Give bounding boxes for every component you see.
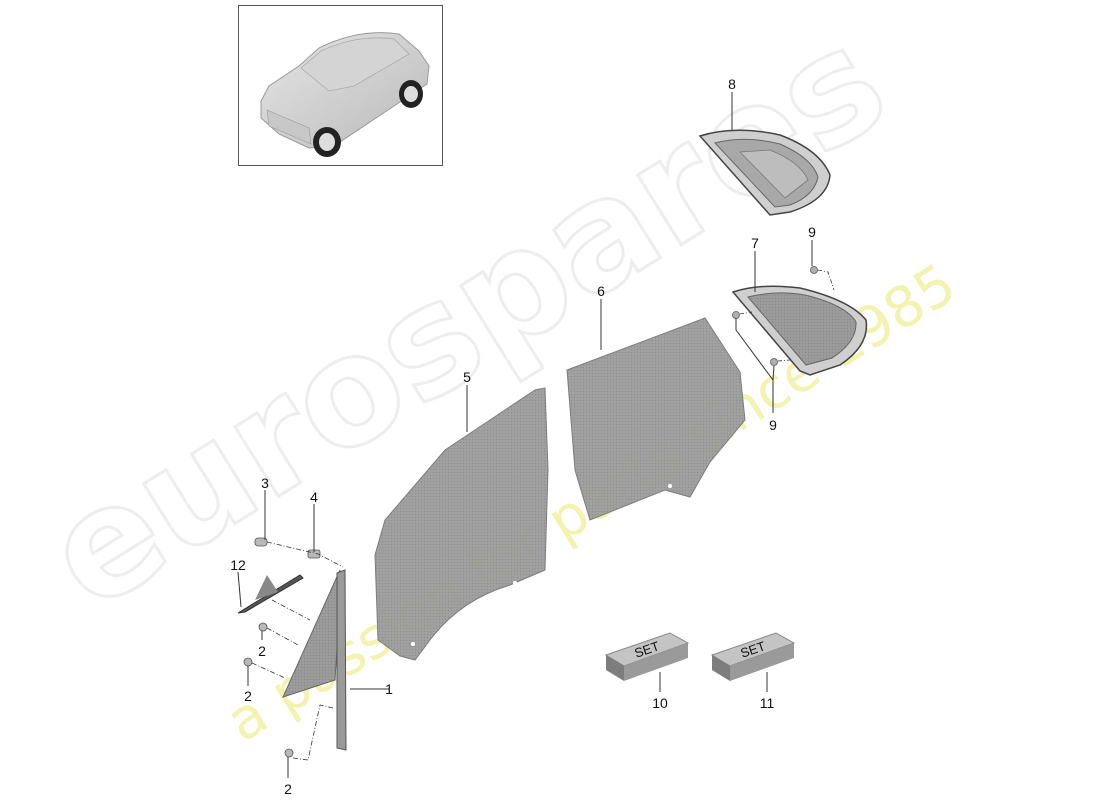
callout-10[interactable]: 10 <box>652 695 668 711</box>
callout-9[interactable]: 9 <box>769 417 777 433</box>
callout-6[interactable]: 6 <box>597 283 605 299</box>
callout-11[interactable]: 11 <box>759 695 775 711</box>
part-9-dash-leaders <box>739 269 835 362</box>
part-9-clips[interactable] <box>732 266 818 366</box>
callout-1[interactable]: 1 <box>385 681 393 697</box>
callout-8[interactable]: 8 <box>728 76 736 92</box>
callout-leader-lines <box>237 92 813 778</box>
callout-4[interactable]: 4 <box>310 489 318 505</box>
callout-9[interactable]: 9 <box>808 224 816 240</box>
part-8-quarter-glass[interactable] <box>698 129 831 216</box>
callout-2[interactable]: 2 <box>244 688 252 704</box>
callout-7[interactable]: 7 <box>751 235 759 251</box>
part-6-rear-door-glass[interactable] <box>566 317 746 521</box>
part-7-quarter-glass[interactable] <box>731 285 868 376</box>
car-icon <box>260 32 430 157</box>
callout-12[interactable]: 12 <box>230 557 246 573</box>
callout-2[interactable]: 2 <box>258 643 266 659</box>
set-box-10[interactable] <box>604 632 690 681</box>
vehicle-thumbnail <box>238 5 443 166</box>
fastener-dash-leaders <box>251 541 344 761</box>
part-5-front-door-glass[interactable] <box>374 387 549 661</box>
callout-2[interactable]: 2 <box>284 781 292 797</box>
part-1-vent-glass[interactable] <box>282 569 347 751</box>
callout-3[interactable]: 3 <box>261 475 269 491</box>
part-12-trim[interactable] <box>237 574 304 614</box>
set-box-11[interactable] <box>710 632 796 681</box>
callout-5[interactable]: 5 <box>463 369 471 385</box>
